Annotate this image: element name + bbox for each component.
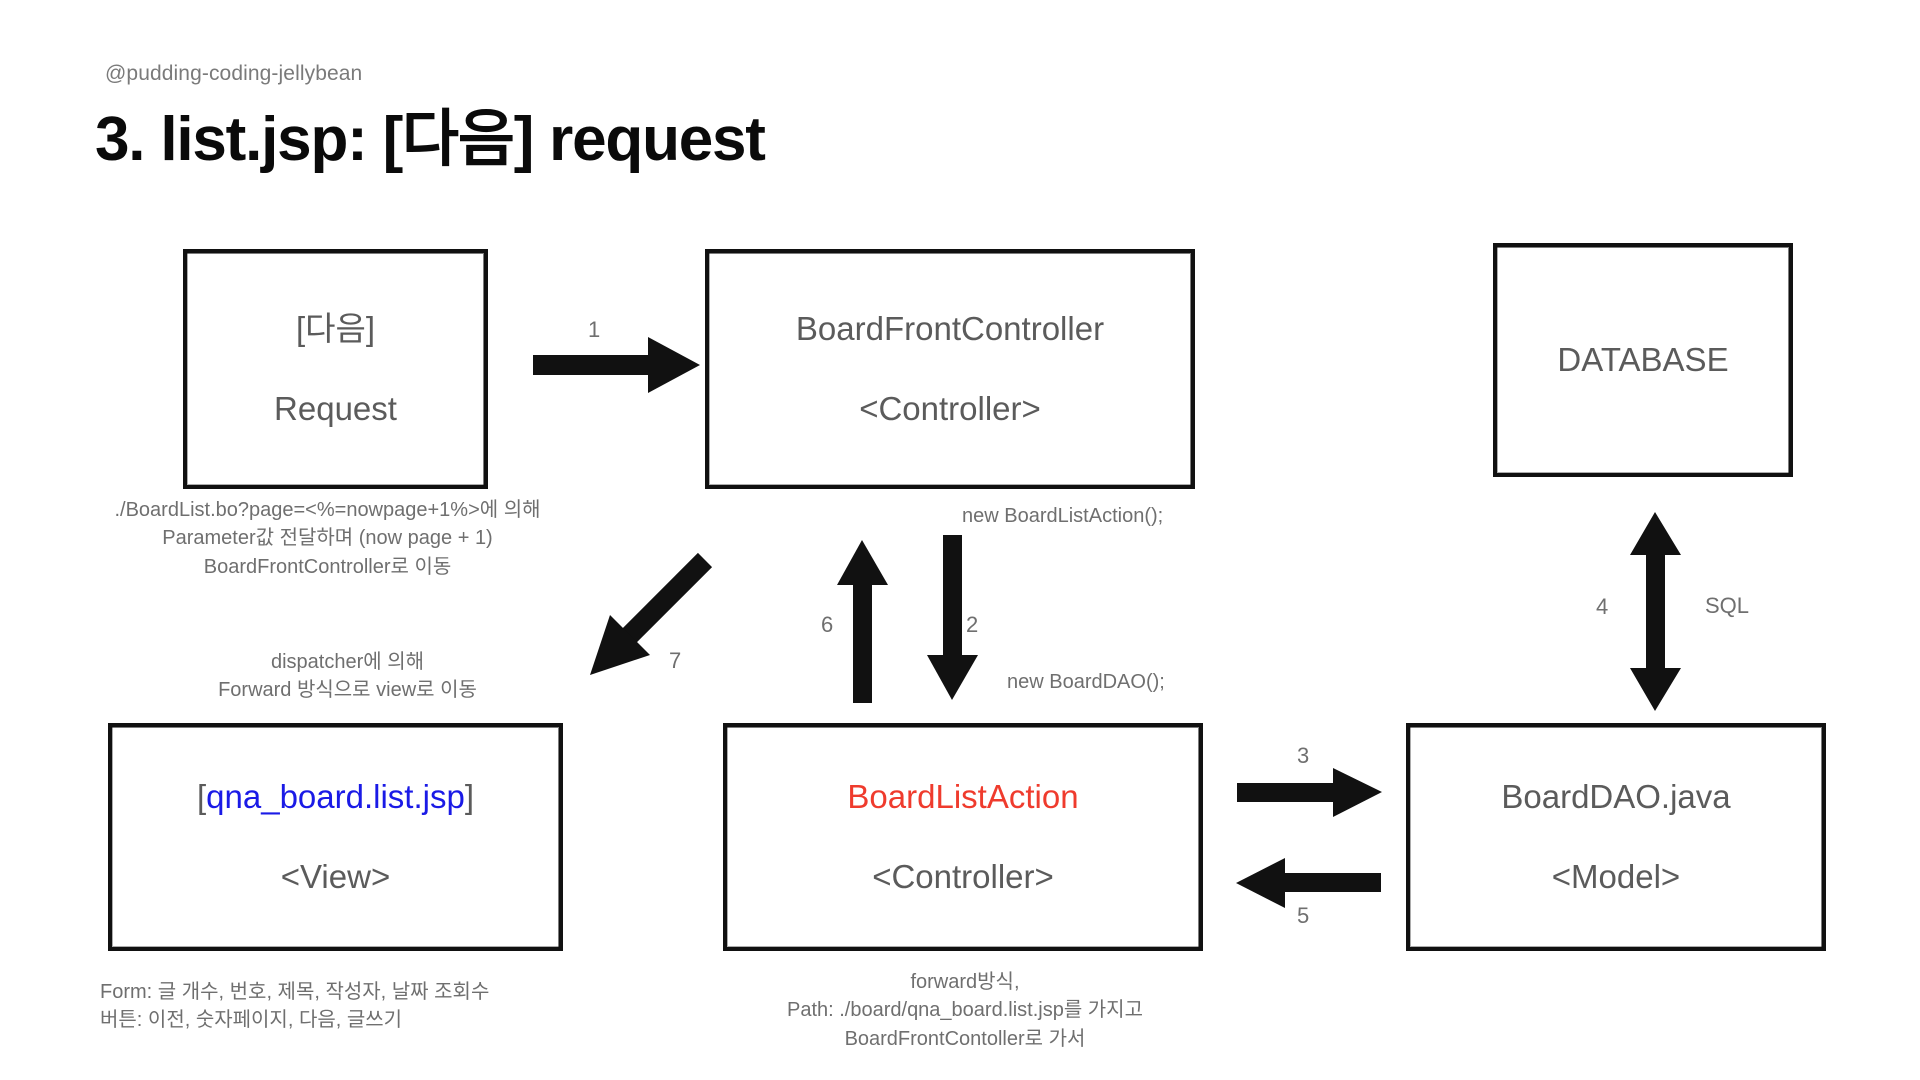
arrow-6 — [837, 540, 888, 703]
request-box[interactable]: [다음] Request — [183, 249, 488, 489]
new-board-dao-note: new BoardDAO(); — [1007, 671, 1165, 693]
dao-box[interactable]: BoardDAO.java <Model> — [1406, 723, 1826, 951]
view-box[interactable]: [qna_board.list.jsp] <View> — [108, 723, 563, 951]
arrow-label-1: 1 — [588, 317, 601, 342]
arrow-7 — [590, 552, 713, 675]
arrow-label-4: 4 — [1596, 594, 1609, 619]
database-box[interactable]: DATABASE — [1493, 243, 1793, 477]
view-file-name: qna_board.list.jsp — [206, 778, 465, 816]
page-title: 3. list.jsp: [다음] request — [95, 105, 766, 174]
front-controller-box-line-2: <Controller> — [859, 390, 1041, 427]
dao-box-line-1: BoardDAO.java — [1501, 778, 1731, 816]
arrow-label-6: 6 — [821, 612, 834, 637]
arrow-label-3: 3 — [1297, 743, 1310, 768]
dao-box-line-2: <Model> — [1551, 858, 1681, 895]
action-box-line-2: <Controller> — [872, 858, 1054, 895]
action-box[interactable]: BoardListAction <Controller> — [723, 723, 1203, 951]
arrow-5 — [1236, 858, 1381, 908]
database-box-line-1: DATABASE — [1557, 341, 1729, 379]
view-bracket-open: [ — [196, 778, 207, 816]
view-bracket-close: ] — [464, 778, 474, 816]
request-box-line-1: [다음] — [295, 310, 376, 348]
view-box-line-1: [qna_board.list.jsp] — [197, 778, 474, 816]
front-controller-box-line-1: BoardFrontController — [795, 310, 1105, 348]
request-note: ./BoardList.bo?page=<%=nowpage+1%>에 의해 P… — [114, 499, 541, 578]
new-board-list-action-note: new BoardListAction(); — [962, 505, 1164, 527]
arrow-label-2: 2 — [966, 612, 979, 637]
view-form-note: Form: 글 개수, 번호, 제목, 작성자, 날짜 조회수 버튼: 이전, … — [100, 981, 490, 1032]
arrow-1 — [533, 337, 700, 393]
arrow-label-7: 7 — [669, 648, 682, 673]
arrow-label-5: 5 — [1297, 903, 1310, 928]
arrow-label-sql: SQL — [1705, 593, 1750, 618]
author-handle: @pudding-coding-jellybean — [105, 62, 363, 85]
arrow-3 — [1237, 768, 1382, 817]
action-forward-note: forward방식, Path: ./board/qna_board.list.… — [786, 971, 1143, 1050]
request-box-line-2: Request — [274, 390, 397, 427]
view-box-line-2: <View> — [280, 858, 391, 895]
dispatcher-note: dispatcher에 의해 Forward 방식으로 view로 이동 — [218, 651, 477, 702]
arrow-4 — [1630, 512, 1681, 711]
front-controller-box[interactable]: BoardFrontController <Controller> — [705, 249, 1195, 489]
action-box-line-1: BoardListAction — [847, 778, 1079, 816]
